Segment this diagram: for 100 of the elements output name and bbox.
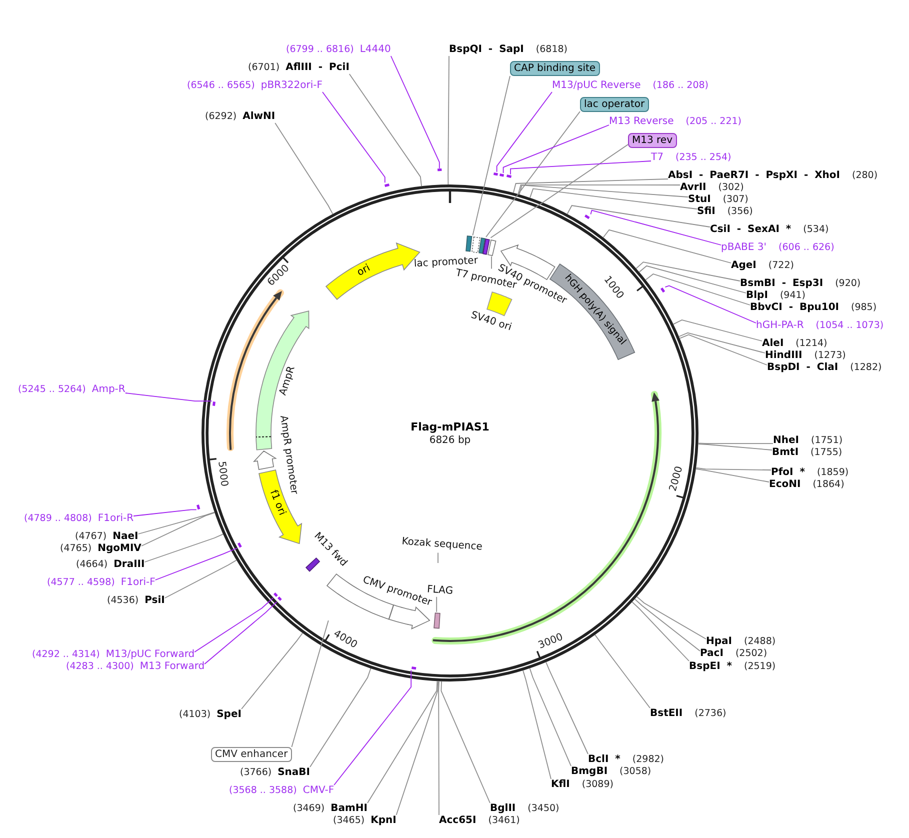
feature-tag: M13 rev bbox=[628, 132, 676, 148]
primer-label: T7 bbox=[651, 152, 664, 164]
feature-label: Kozak sequence bbox=[401, 537, 483, 553]
site-label: AbsI - PaeR7I - PspXI - XhoI bbox=[668, 170, 840, 182]
promoter-feature bbox=[388, 604, 430, 630]
site-coordinate: (4765) bbox=[60, 543, 92, 555]
leader-line bbox=[367, 680, 438, 804]
feature-tag: CAP binding site bbox=[510, 61, 600, 76]
leader-line bbox=[154, 548, 238, 580]
site-label: CsiI - SexAI * bbox=[710, 224, 792, 236]
leader-line bbox=[144, 534, 224, 562]
leader-line bbox=[194, 597, 274, 652]
site-label: SfiI bbox=[697, 206, 716, 218]
site-coordinate: (534) bbox=[803, 224, 829, 236]
primer-coordinates: (4789 .. 4808) bbox=[24, 513, 92, 525]
site-coordinate: (2519) bbox=[744, 661, 776, 673]
primer-coordinates: (235 .. 254) bbox=[675, 152, 732, 164]
leader-line bbox=[632, 602, 690, 662]
site-coordinate: (3461) bbox=[488, 815, 520, 827]
primer-site-mark bbox=[437, 168, 442, 172]
site-coordinate: (280) bbox=[852, 170, 878, 182]
feature-tag: CMV enhancer bbox=[211, 747, 292, 762]
site-label: BlpI bbox=[746, 290, 768, 302]
leader-line bbox=[140, 512, 216, 546]
leader-line bbox=[310, 668, 372, 768]
site-label: AflIII - PciI bbox=[286, 62, 350, 74]
plasmid-size: 6826 bp bbox=[429, 436, 471, 446]
site-label: AgeI bbox=[731, 260, 756, 272]
leader-line bbox=[486, 111, 580, 238]
site-label: NaeI bbox=[112, 531, 138, 543]
site-label: BbvCI - Bpu10I bbox=[750, 302, 840, 314]
leader-line bbox=[636, 596, 706, 640]
primer-coordinates: (1054 .. 1073) bbox=[816, 320, 884, 332]
primer-label: pBABE 3' bbox=[721, 242, 767, 254]
primer-coordinates: (4577 .. 4598) bbox=[47, 577, 115, 589]
site-label: AvrII bbox=[680, 182, 706, 194]
site-coordinate: (4664) bbox=[76, 559, 108, 571]
primer-label: CMV-F bbox=[302, 785, 334, 797]
primer-site-mark bbox=[411, 666, 417, 670]
scale-label: 3000 bbox=[537, 632, 565, 652]
site-label: BglII bbox=[490, 803, 516, 815]
leader-line bbox=[602, 229, 732, 264]
leader-line bbox=[390, 56, 440, 169]
leader-line bbox=[133, 509, 197, 516]
site-coordinate: (1859) bbox=[816, 467, 849, 479]
primer-site-block bbox=[304, 556, 320, 572]
leader-line bbox=[590, 210, 722, 246]
site-coordinate: (3465) bbox=[333, 815, 365, 827]
site-label: AleI bbox=[762, 338, 784, 350]
site-coordinate: (3450) bbox=[528, 803, 560, 815]
leader-line bbox=[530, 188, 698, 210]
primer-site-block bbox=[482, 238, 491, 256]
leader-line bbox=[634, 598, 700, 652]
primer-coordinates: (6546 .. 6565) bbox=[187, 80, 255, 92]
primer-site-mark bbox=[506, 174, 512, 179]
primer-coordinates: (606 .. 626) bbox=[778, 242, 834, 254]
primer-label: M13 Reverse bbox=[609, 116, 674, 128]
promoter-feature bbox=[253, 450, 277, 470]
site-label: BmtI bbox=[772, 447, 799, 459]
primer-label: M13/pUC Forward bbox=[106, 649, 195, 661]
site-coordinate: (2502) bbox=[735, 648, 768, 660]
leader-line bbox=[438, 680, 440, 816]
site-label: BspQI - SapI bbox=[449, 44, 524, 56]
leader-line bbox=[334, 670, 412, 786]
primer-label: F1ori-R bbox=[98, 513, 134, 525]
site-label: BamHI bbox=[330, 803, 368, 815]
primer-coordinates: (3568 .. 3588) bbox=[229, 785, 297, 797]
site-label: BspEI * bbox=[689, 661, 732, 673]
leader-line bbox=[440, 680, 490, 804]
tag-block bbox=[432, 612, 441, 630]
site-coordinate: (1214) bbox=[796, 338, 828, 350]
leader-line bbox=[518, 184, 688, 198]
leader-line bbox=[436, 596, 438, 612]
primer-site-mark bbox=[237, 542, 243, 548]
site-label: Acc65I bbox=[439, 815, 476, 827]
primer-site-mark bbox=[196, 504, 202, 510]
leader-line bbox=[698, 444, 772, 450]
primer-coordinates: (6799 .. 6816) bbox=[286, 44, 354, 56]
feature-label: ori bbox=[356, 264, 372, 279]
primer-site-mark bbox=[584, 214, 591, 220]
primer-label: L4440 bbox=[360, 44, 391, 56]
leader-line bbox=[348, 74, 422, 187]
leader-line bbox=[594, 634, 650, 708]
site-label: BclI * bbox=[588, 754, 620, 766]
leader-line bbox=[678, 332, 766, 354]
primer-site-mark bbox=[492, 172, 498, 176]
leader-line bbox=[472, 76, 510, 236]
primer-label: pBR322ori-F bbox=[260, 80, 322, 92]
primer-site-mark bbox=[384, 182, 390, 188]
leader-line bbox=[491, 256, 492, 270]
site-label: BmgBI bbox=[571, 766, 608, 778]
site-coordinate: (920) bbox=[835, 278, 861, 290]
leader-line bbox=[291, 620, 329, 748]
site-label: HindIII bbox=[765, 350, 802, 362]
site-label: PsiI bbox=[144, 595, 165, 607]
site-coordinate: (4767) bbox=[75, 531, 107, 543]
leader-line bbox=[396, 680, 439, 816]
promoter-block bbox=[486, 238, 496, 256]
site-label: NgoMIV bbox=[98, 543, 142, 555]
site-coordinate: (307) bbox=[722, 194, 748, 206]
